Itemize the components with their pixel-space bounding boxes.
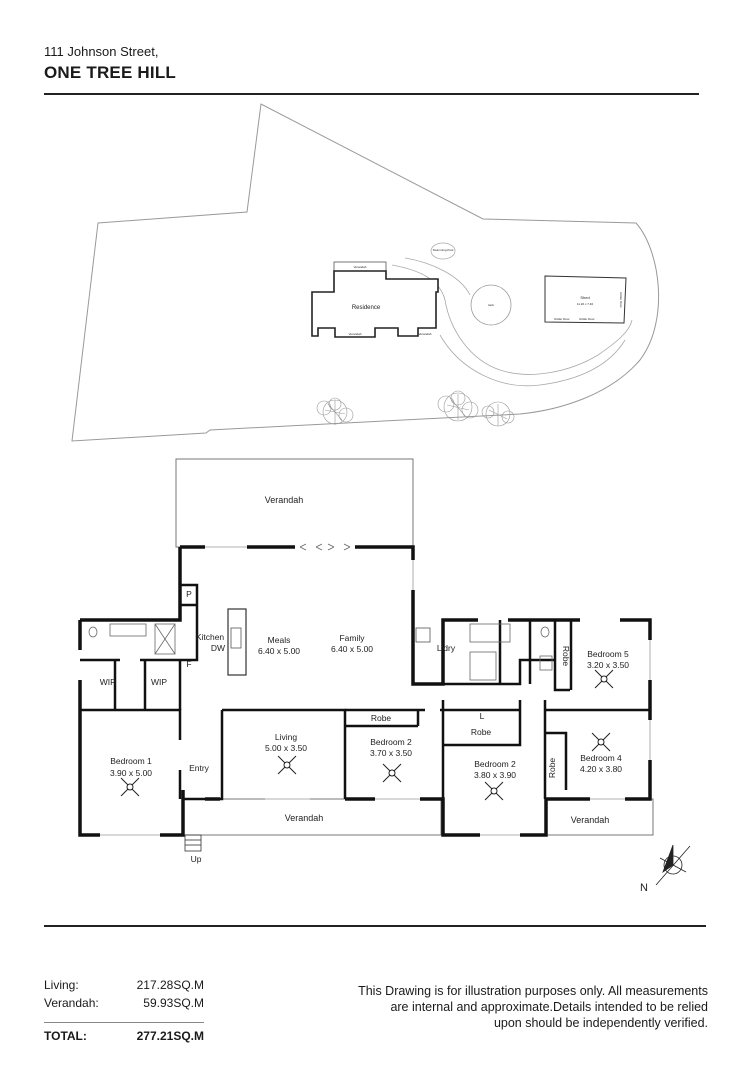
area-verandah-value: 59.93SQ.M <box>143 996 204 1010</box>
room-wip: WIP <box>151 677 167 687</box>
disclaimer: This Drawing is for illustration purpose… <box>308 983 708 1031</box>
laundry-sink <box>415 627 431 643</box>
site-plan: Residence Verandah Verandah Verandah Swi… <box>71 103 660 442</box>
property-suburb: ONE TREE HILL <box>44 63 176 82</box>
entry-steps <box>184 834 202 852</box>
svg-text:Swimming Pool: Swimming Pool <box>433 248 454 252</box>
room-bedroom5-size: 3.20 x 3.50 <box>587 660 629 670</box>
room-bedroom2b-size: 3.80 x 3.90 <box>474 770 516 780</box>
property-address: 111 Johnson Street, <box>44 44 159 59</box>
north-label: N <box>640 882 648 894</box>
area-summary: Living: 217.28SQ.M Verandah: 59.93SQ.M <box>44 978 204 1014</box>
site-boundary <box>71 103 660 442</box>
floor-plan: Verandah Verandah Verandah <box>77 458 691 894</box>
linen-label: L <box>480 711 485 721</box>
area-total-label: TOTAL: <box>44 1029 87 1043</box>
rear-verandah-label: Verandah <box>265 495 304 505</box>
disclaimer-line: are internal and approximate.Details int… <box>390 1000 708 1014</box>
room-entry: Entry <box>189 763 210 773</box>
room-meals: Meals <box>268 635 291 645</box>
room-bedroom1: Bedroom 1 <box>110 756 152 766</box>
up-label: Up <box>191 854 202 864</box>
disclaimer-line: This Drawing is for illustration purpose… <box>358 984 708 998</box>
svg-text:Roller Door: Roller Door <box>619 292 623 307</box>
fridge-label: F <box>186 659 191 669</box>
room-bedroom4-size: 4.20 x 3.80 <box>580 764 622 774</box>
tree-icon <box>437 390 515 427</box>
room-bedroom5: Bedroom 5 <box>587 649 629 659</box>
kitchen-island <box>227 608 247 676</box>
site-verandah-bottom-left: Verandah <box>349 332 362 336</box>
area-total-value: 277.21SQ.M <box>136 1029 204 1043</box>
footer-rule <box>44 925 706 927</box>
room-bedroom2a: Bedroom 2 <box>370 737 412 747</box>
room-bedroom2b: Bedroom 2 <box>474 759 516 769</box>
swimming-pool <box>430 242 456 260</box>
room-family: Family <box>339 633 365 643</box>
room-bedroom2a-size: 3.70 x 3.50 <box>370 748 412 758</box>
robe-label: Robe <box>371 713 392 723</box>
site-verandah-top: Verandah <box>354 265 367 269</box>
room-living: Living <box>275 732 297 742</box>
area-living-value: 217.28SQ.M <box>136 978 204 992</box>
residence-outline <box>311 270 439 338</box>
svg-text:Verandah: Verandah <box>571 815 610 825</box>
site-residence-label: Residence <box>352 305 381 311</box>
room-meals-size: 6.40 x 5.00 <box>258 646 300 656</box>
svg-text:Roller Door: Roller Door <box>554 317 569 321</box>
water-tank <box>470 284 512 326</box>
svg-text:tank: tank <box>488 303 494 307</box>
tree-icon <box>316 397 354 425</box>
room-family-size: 6.40 x 5.00 <box>331 644 373 654</box>
svg-text:Verandah: Verandah <box>285 813 324 823</box>
area-verandah-label: Verandah: <box>44 996 99 1010</box>
header-rule <box>44 93 699 95</box>
pantry-label: P <box>186 589 192 599</box>
area-verandah-row: Verandah: 59.93SQ.M <box>44 996 204 1014</box>
shed-size: 11.20 x 7.40 <box>577 302 594 306</box>
room-bedroom4: Bedroom 4 <box>580 753 622 763</box>
room-wir: WIR <box>100 677 117 687</box>
site-verandah-bottom-right: Verandah <box>419 332 432 336</box>
room-kitchen: Kitchen <box>196 632 225 642</box>
robe-label: Robe <box>547 758 557 779</box>
shed-label: Shed <box>580 295 589 300</box>
room-laundry: L'dry <box>437 643 456 653</box>
interior-walls <box>80 583 650 801</box>
svg-text:Roller Door: Roller Door <box>579 317 594 321</box>
area-living-label: Living: <box>44 978 79 992</box>
room-living-size: 5.00 x 3.50 <box>265 743 307 753</box>
dishwasher-label: DW <box>211 643 225 653</box>
disclaimer-line: upon should be independently verified. <box>493 1016 708 1030</box>
total-rule <box>44 1022 204 1023</box>
area-living-row: Living: 217.28SQ.M <box>44 978 204 996</box>
ceiling-fan-icon <box>120 669 614 801</box>
shed-outline <box>544 275 627 324</box>
north-arrow-icon <box>655 844 691 886</box>
robe-label: Robe <box>561 646 571 667</box>
robe-label: Robe <box>471 727 492 737</box>
room-bedroom1-size: 3.90 x 5.00 <box>110 768 152 778</box>
